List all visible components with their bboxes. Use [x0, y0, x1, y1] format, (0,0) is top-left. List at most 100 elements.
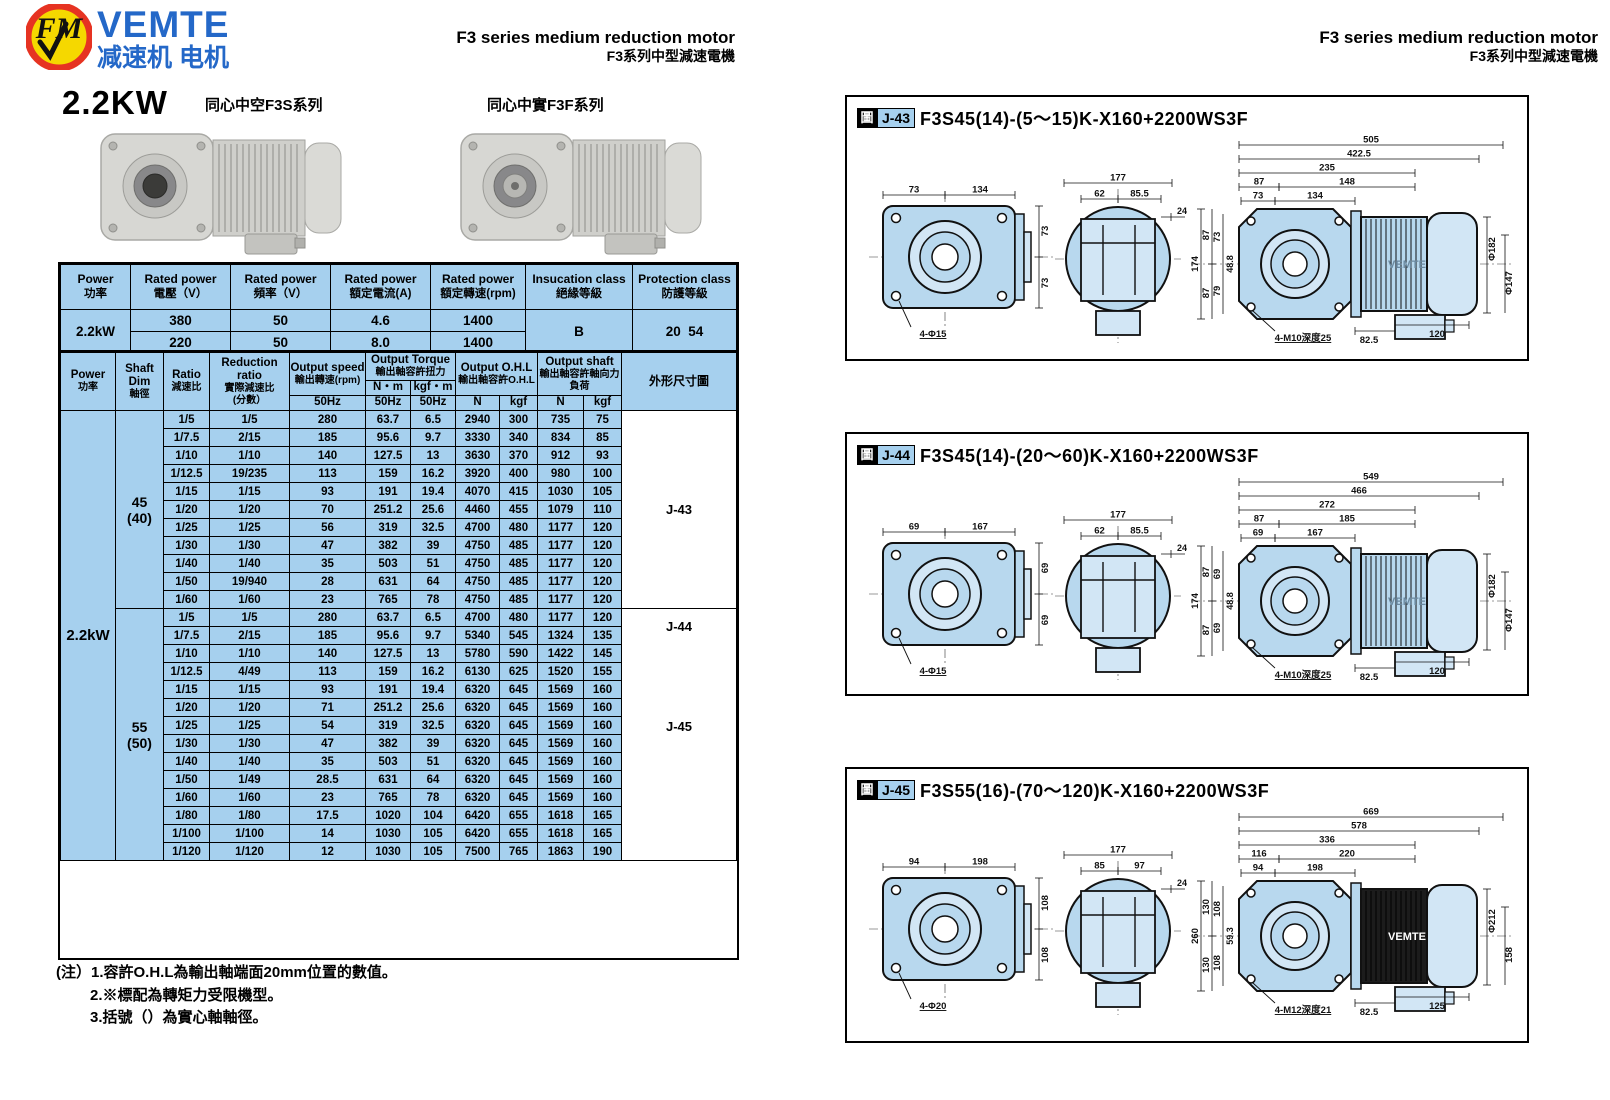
data-cell: 185 [289, 428, 366, 447]
data-cell: 1177 [537, 554, 585, 573]
data-cell: 1/30 [209, 734, 290, 753]
data-cell: 1/25 [163, 716, 210, 735]
data-cell: 251.2 [365, 698, 411, 717]
data-cell: 1569 [537, 752, 585, 771]
data-cell: 35 [289, 752, 366, 771]
data-cell: 645 [498, 680, 539, 699]
svg-text:87: 87 [1201, 230, 1212, 241]
data-cell: 480 [498, 518, 539, 537]
data-cell: 1569 [537, 716, 585, 735]
data-cell: 1/25 [209, 518, 290, 537]
data-cell: 56 [289, 518, 366, 537]
spec-cell: 220 [130, 331, 231, 354]
svg-text:85: 85 [1094, 861, 1105, 872]
data-cell: 159 [365, 662, 411, 681]
figure-code: J-43 [877, 108, 916, 128]
svg-text:73: 73 [1040, 226, 1051, 237]
svg-text:73: 73 [1253, 191, 1264, 202]
data-cell: 16.2 [410, 464, 456, 483]
data-cell: 160 [583, 734, 623, 753]
data-cell: 28 [289, 572, 366, 591]
svg-text:69: 69 [909, 522, 920, 533]
data-cell: 110 [583, 500, 623, 519]
data-cell: 1/60 [209, 788, 290, 807]
data-cell: 980 [537, 464, 585, 483]
data-cell: 1/50 [163, 572, 210, 591]
data-cell: 35 [289, 554, 366, 573]
data-cell: 415 [498, 482, 539, 501]
data-cell: 1/5 [209, 410, 290, 429]
svg-text:120: 120 [1429, 329, 1445, 340]
data-cell: 6320 [455, 788, 500, 807]
data-cell: 319 [365, 518, 411, 537]
svg-text:4-Φ20: 4-Φ20 [920, 1001, 947, 1012]
data-cell: 19/940 [209, 572, 290, 591]
data-cell: 1/40 [209, 752, 290, 771]
svg-text:108: 108 [1212, 901, 1223, 917]
svg-text:130: 130 [1201, 957, 1212, 973]
figure-badge-icon: 圖 [857, 780, 877, 800]
col-torque-nm: N・m [365, 380, 411, 396]
svg-text:VEMTE: VEMTE [1388, 931, 1426, 943]
data-cell: 1/100 [209, 824, 290, 843]
data-cell: 160 [583, 716, 623, 735]
data-cell: 1/10 [163, 446, 210, 465]
data-cell: 23 [289, 788, 366, 807]
svg-text:108: 108 [1040, 895, 1051, 911]
sub-50hz: 50Hz [289, 395, 366, 411]
shaft-dim-cell: 55(50) [115, 608, 164, 861]
data-cell: 1/20 [163, 698, 210, 717]
data-cell: 160 [583, 752, 623, 771]
svg-text:73: 73 [1040, 278, 1051, 289]
brand-logo-icon: FM [26, 4, 92, 70]
data-cell: 1/80 [163, 806, 210, 825]
data-cell: 78 [410, 788, 456, 807]
svg-text:73: 73 [1212, 232, 1223, 243]
spec-row-220v: 220 50 8.0 1400 [61, 331, 737, 354]
data-cell: 4700 [455, 608, 500, 627]
svg-text:220: 220 [1339, 849, 1355, 860]
svg-text:336: 336 [1319, 835, 1335, 846]
data-cell: 1020 [365, 806, 411, 825]
data-cell: 3920 [455, 464, 500, 483]
data-cell: 382 [365, 536, 411, 555]
data-cell: 105 [410, 824, 456, 843]
svg-text:73: 73 [909, 185, 920, 196]
data-cell: 113 [289, 662, 366, 681]
data-cell: 93 [289, 482, 366, 501]
data-cell: 645 [498, 752, 539, 771]
data-cell: 1/15 [163, 482, 210, 501]
data-cell: 9.7 [410, 626, 456, 645]
data-cell: 140 [289, 644, 366, 663]
data-cell: 160 [583, 680, 623, 699]
data-cell: 1030 [537, 482, 585, 501]
svg-text:VEMTE: VEMTE [1388, 596, 1426, 608]
svg-text:4-M10深度25: 4-M10深度25 [1275, 332, 1332, 344]
data-cell: 19.4 [410, 680, 456, 699]
svg-text:Φ212: Φ212 [1487, 909, 1498, 933]
data-cell: 503 [365, 554, 411, 573]
svg-text:Φ182: Φ182 [1487, 574, 1498, 598]
diagram-ref: J-45 [665, 719, 693, 735]
svg-text:669: 669 [1363, 807, 1379, 818]
svg-text:148: 148 [1339, 177, 1355, 188]
spec-insulation-value: B [525, 309, 633, 354]
svg-text:177: 177 [1110, 510, 1126, 521]
data-cell: 631 [365, 572, 411, 591]
brand-name: VEMTE [97, 4, 230, 45]
model-code: F3S45(14)-(20～60)K-X160+2200WS3F [920, 446, 1259, 466]
data-cell: 370 [498, 446, 539, 465]
